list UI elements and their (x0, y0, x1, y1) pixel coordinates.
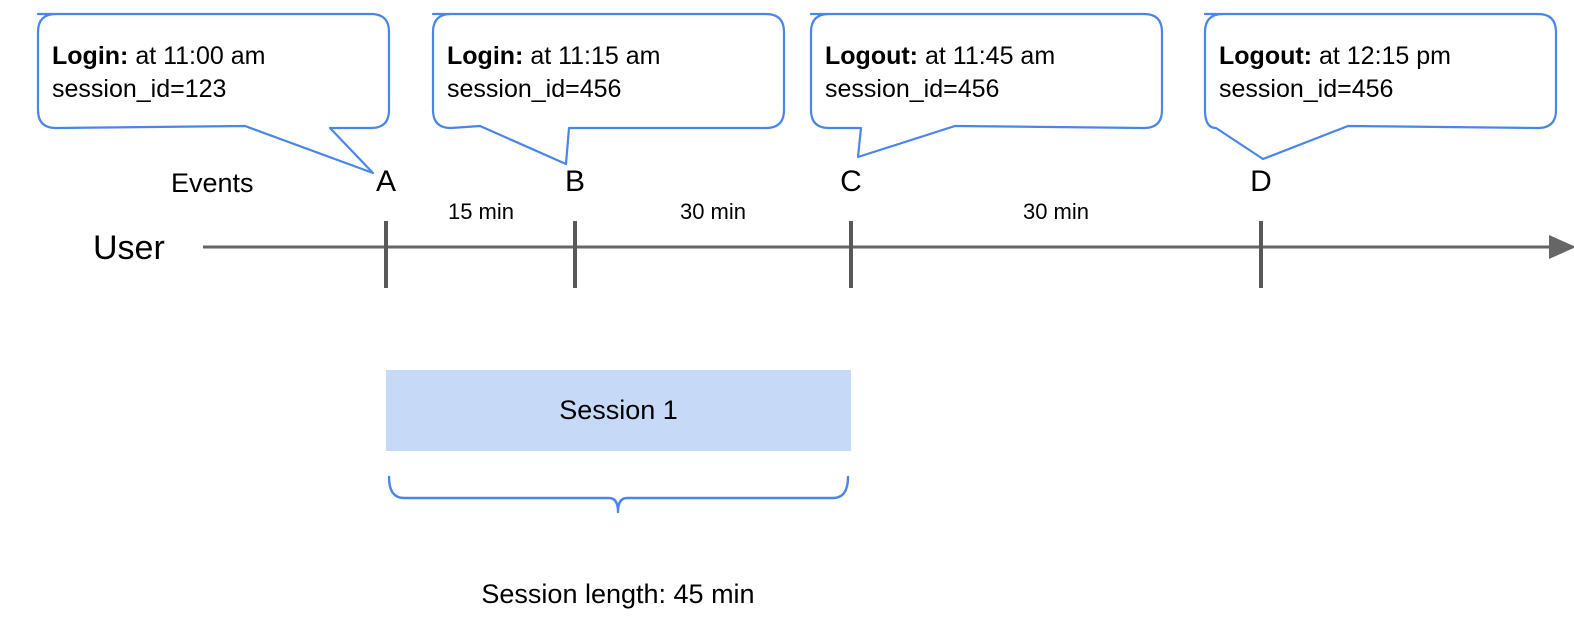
session-bar: Session 1 (386, 370, 851, 451)
interval-label-a-b: 15 min (447, 199, 515, 224)
event-label-a: A (375, 165, 396, 198)
session-length-caption: Session length: 45 min (481, 579, 755, 609)
event-label-b: B (564, 165, 585, 198)
session-brace (387, 475, 850, 514)
interval-label-b-c: 30 min (679, 199, 747, 224)
event-label-d: D (1250, 165, 1272, 198)
callout-bubble-2-shape (431, 12, 786, 166)
events-lane-label: Events (171, 168, 254, 198)
callout-bubble-4-shape (1203, 12, 1558, 161)
callout-bubble-1-shape (36, 12, 391, 175)
session-bar-label: Session 1 (559, 395, 678, 425)
event-label-c: C (840, 165, 862, 198)
interval-label-c-d: 30 min (1022, 199, 1090, 224)
callout-bubble-3-shape (809, 12, 1164, 159)
user-lane-label: User (93, 229, 165, 267)
